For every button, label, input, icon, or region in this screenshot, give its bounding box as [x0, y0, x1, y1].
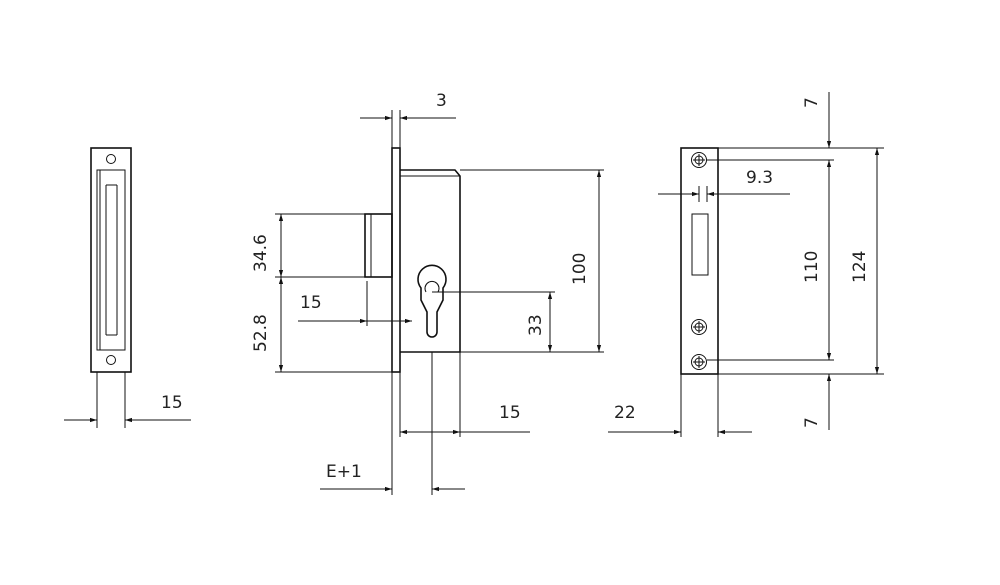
dim-label-bottom-margin: 7 — [802, 417, 822, 428]
dimension-upper-height: 34.6 — [251, 214, 284, 277]
dimension-screw-spacing: 110 — [802, 160, 832, 360]
screw-icon — [691, 354, 707, 370]
dimension-lower-height: 52.8 — [251, 277, 284, 372]
dim-label-lower-height: 52.8 — [251, 314, 271, 352]
dimension-body-depth: 15 — [400, 403, 530, 435]
dim-label-cylinder-offset: 15 — [300, 293, 322, 313]
dim-label-strike-width: 22 — [614, 403, 636, 423]
dim-label-backset: E+1 — [326, 462, 362, 482]
strike-plate-front-view — [680, 147, 884, 437]
dim-label-faceplate-thickness: 3 — [436, 91, 447, 111]
dim-label-body-height: 100 — [570, 253, 590, 285]
dimension-cylinder-height: 33 — [526, 292, 553, 352]
dim-label-top-margin: 7 — [802, 97, 822, 108]
dimension-left-width: 15 — [64, 393, 191, 423]
lock-body-view — [275, 110, 604, 495]
dimension-bottom-margin: 7 — [802, 374, 832, 430]
faceplate-side-view — [90, 147, 132, 428]
dim-label-cylinder-height: 33 — [526, 314, 546, 336]
dim-label-plate-height: 124 — [850, 251, 870, 283]
dimension-backset: E+1 — [320, 462, 465, 492]
screw-icon — [691, 152, 707, 168]
dimension-screw-offset: 9.3 — [658, 168, 790, 197]
screw-icon — [691, 319, 707, 335]
dimension-top-margin: 7 — [802, 92, 832, 148]
dimension-cylinder-offset: 15 — [298, 293, 412, 324]
dim-label-screw-offset: 9.3 — [746, 168, 773, 188]
dimension-faceplate-thickness: 3 — [360, 91, 456, 121]
dim-label-left-width: 15 — [161, 393, 183, 413]
dimension-strike-width: 22 — [608, 403, 752, 435]
dim-label-screw-spacing: 110 — [802, 251, 822, 283]
dim-label-body-depth: 15 — [499, 403, 521, 423]
dimension-body-height: 100 — [570, 170, 602, 352]
dimension-plate-height: 124 — [850, 148, 880, 374]
dim-label-upper-height: 34.6 — [251, 234, 271, 272]
